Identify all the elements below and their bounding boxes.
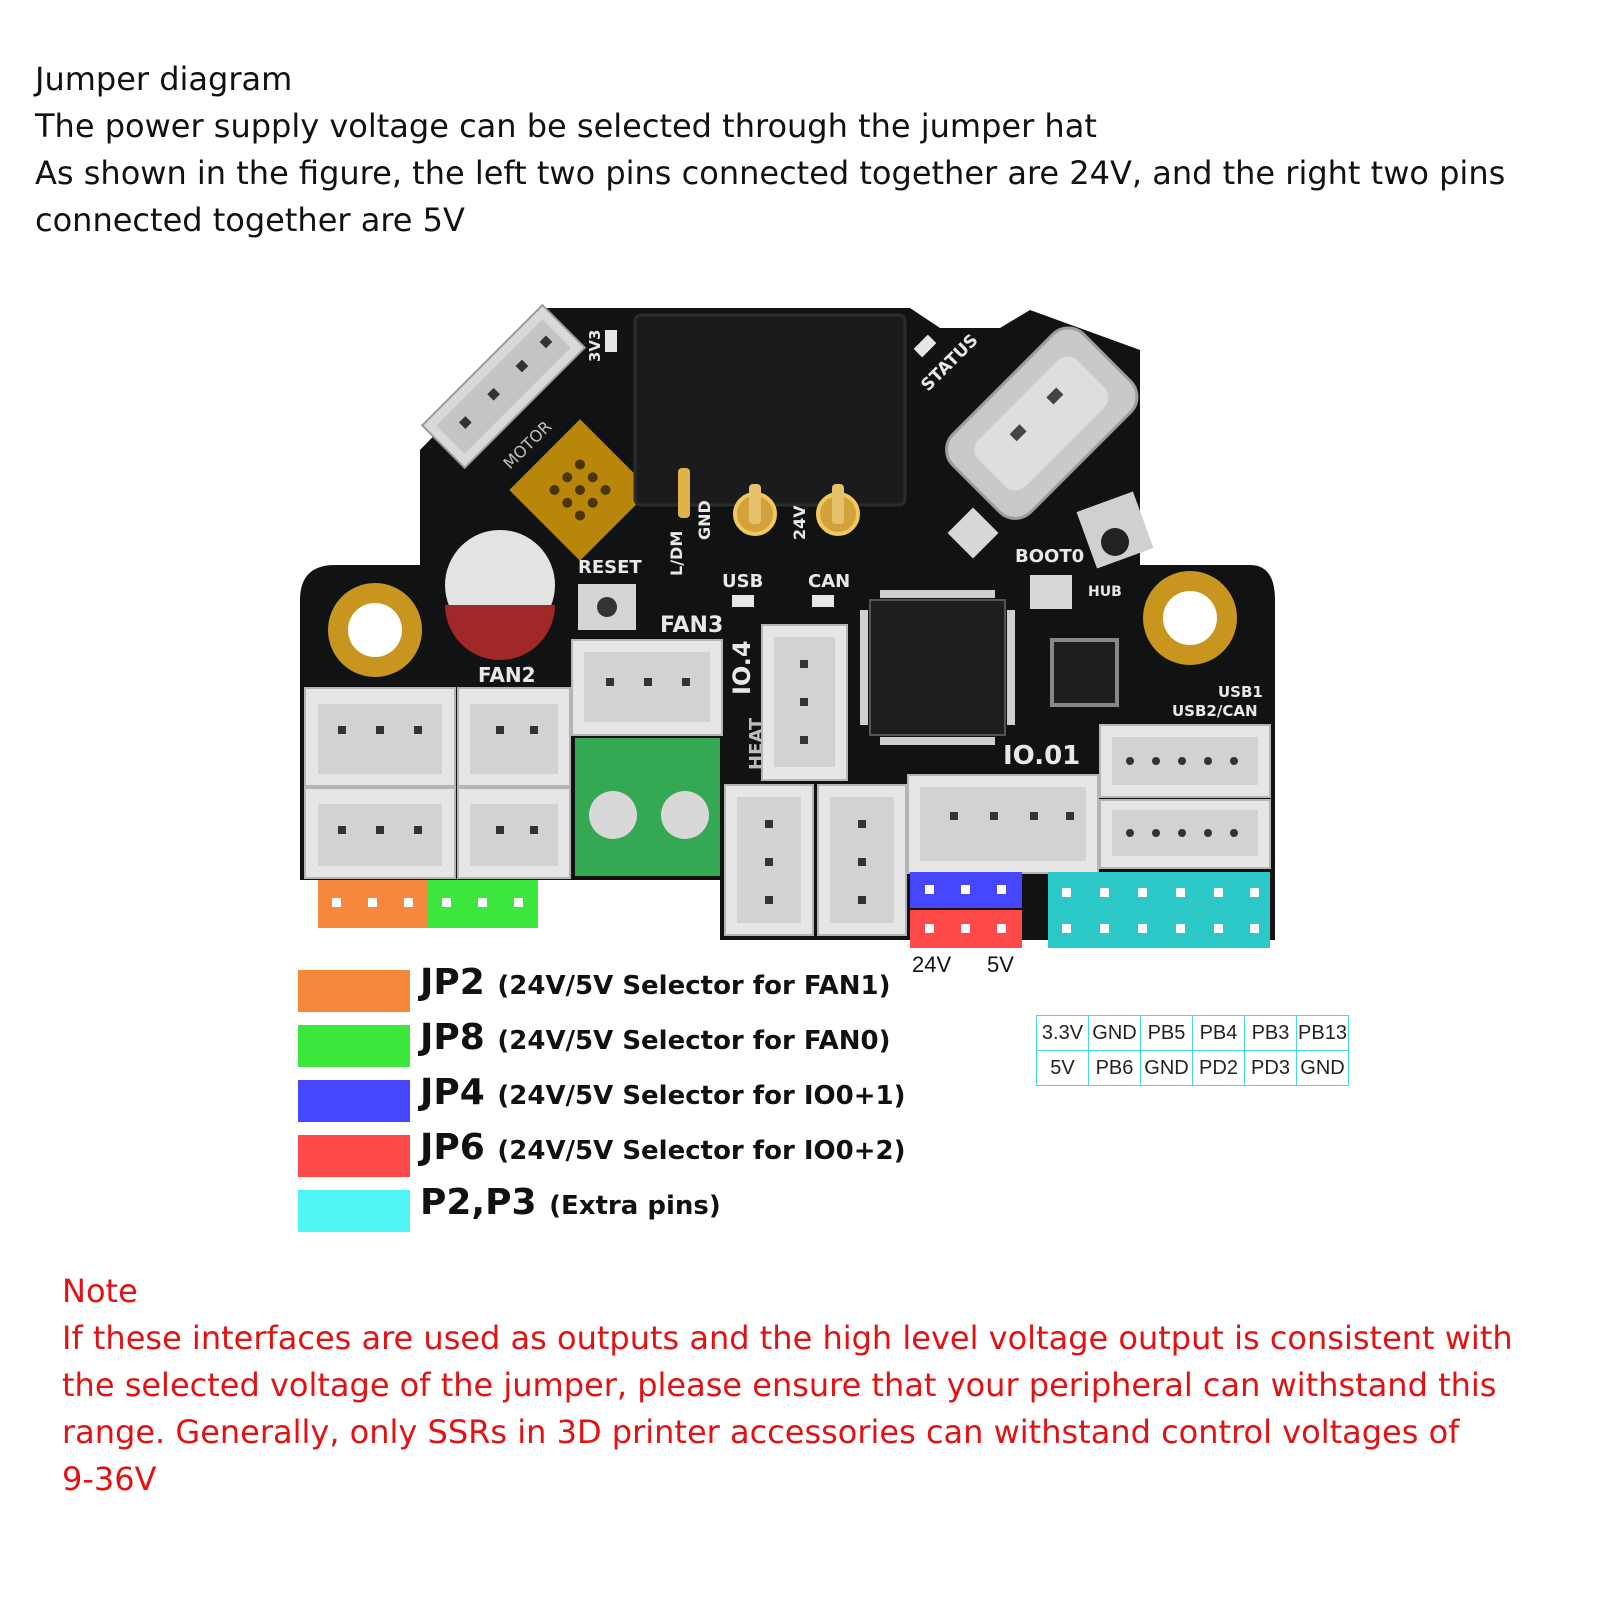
jp6-header: [910, 910, 1022, 948]
legend-name: JP8: [420, 1017, 485, 1058]
legend-item-jp8: JP8 (24V/5V Selector for FAN0): [298, 1017, 918, 1071]
jumper-label-5v: 5V: [987, 952, 1014, 977]
mcu-chip: [869, 599, 1006, 736]
label-reset: RESET: [578, 557, 642, 578]
note-line-2: the selected voltage of the jumper, plea…: [62, 1366, 1497, 1404]
usb-c-port: [945, 326, 1139, 520]
label-fan2: FAN2: [478, 663, 536, 687]
chip-boot: [1030, 575, 1072, 609]
note-title: Note: [62, 1272, 138, 1310]
motor-connector: [420, 303, 587, 470]
note-text: Note If these interfaces are used as out…: [62, 1268, 1572, 1503]
legend-desc: (24V/5V Selector for IO0+1): [497, 1081, 906, 1111]
label-usb2can: USB2/CAN: [1172, 702, 1258, 720]
legend-item-jp4: JP4 (24V/5V Selector for IO0+1): [298, 1072, 918, 1126]
pin-cell: PB6: [1088, 1050, 1141, 1086]
legend-swatch-p2-p3: [298, 1190, 410, 1232]
pin-cell: GND: [1088, 1015, 1141, 1051]
pin-table: 3.3V GND PB5 PB4 PB3 PB13 5V PB6 GND PD2…: [1036, 1015, 1349, 1086]
legend-item-p2-p3: P2,P3 (Extra pins): [298, 1182, 918, 1236]
note-line-4: 9-36V: [62, 1460, 157, 1498]
pin-cell: GND: [1296, 1050, 1349, 1086]
pin-cell: GND: [1140, 1050, 1193, 1086]
pin-cell: PD2: [1192, 1050, 1245, 1086]
jumper-label-24v: 24V: [912, 952, 952, 977]
legend-desc: (24V/5V Selector for FAN0): [497, 1026, 891, 1056]
legend-name: JP2: [420, 962, 485, 1003]
jp8-header: [428, 880, 538, 928]
board-illustration: 3V3 MOTOR L/DM GND 24V STATUS BOOT0 HUB: [300, 303, 1275, 948]
label-usb: USB: [722, 571, 763, 592]
label-io01: IO.01: [1003, 741, 1080, 771]
legend-name: P2,P3: [420, 1182, 537, 1223]
hub-chip: [1050, 638, 1119, 707]
led-3v3: [605, 330, 617, 352]
pin-cell: PD3: [1244, 1050, 1297, 1086]
pin-row: 5V PB6 GND PD2 PD3 GND: [1036, 1050, 1349, 1086]
p2-p3-header: [1048, 872, 1270, 948]
legend-item-jp6: JP6 (24V/5V Selector for IO0+2): [298, 1127, 918, 1181]
pin-cell: 5V: [1036, 1050, 1089, 1086]
gold-pin: [678, 468, 690, 518]
label-gnd: GND: [695, 500, 714, 540]
jp2-header: [318, 880, 428, 928]
note-line-1: If these interfaces are used as outputs …: [62, 1319, 1513, 1357]
legend-swatch-jp6: [298, 1135, 410, 1177]
legend-swatch-jp8: [298, 1025, 410, 1067]
label-boot0: BOOT0: [1015, 546, 1084, 567]
legend-desc: (24V/5V Selector for IO0+2): [497, 1136, 906, 1166]
legend-name: JP6: [420, 1127, 485, 1168]
label-hub: HUB: [1088, 584, 1122, 600]
pin-cell: 3.3V: [1036, 1015, 1089, 1051]
legend-swatch-jp4: [298, 1080, 410, 1122]
chip-small: [947, 507, 999, 559]
legend-desc: (24V/5V Selector for FAN1): [497, 971, 891, 1001]
note-line-3: range. Generally, only SSRs in 3D printe…: [62, 1413, 1460, 1451]
pin-cell: PB3: [1244, 1015, 1297, 1051]
intro-text: Jumper diagram The power supply voltage …: [35, 56, 1575, 244]
pin-cell: PB5: [1140, 1015, 1193, 1051]
power-connector: [633, 313, 907, 507]
legend-name: JP4: [420, 1072, 485, 1113]
label-can: CAN: [808, 571, 850, 592]
label-24v: 24V: [790, 505, 809, 540]
intro-line-3: connected together are 5V: [35, 201, 465, 239]
label-ldm: L/DM: [667, 531, 686, 576]
label-io4: IO.4: [728, 640, 756, 695]
legend-swatch-jp2: [298, 970, 410, 1012]
pin-row: 3.3V GND PB5 PB4 PB3 PB13: [1036, 1015, 1349, 1051]
label-3v3: 3V3: [586, 330, 604, 362]
legend-desc: (Extra pins): [549, 1191, 721, 1221]
pin-cell: PB4: [1192, 1015, 1245, 1051]
pin-cell: PB13: [1296, 1015, 1349, 1051]
label-fan3: FAN3: [660, 613, 723, 638]
intro-line-2: As shown in the figure, the left two pin…: [35, 154, 1506, 192]
label-usb1: USB1: [1218, 683, 1263, 701]
intro-title: Jumper diagram: [35, 60, 293, 98]
legend-item-jp2: JP2 (24V/5V Selector for FAN1): [298, 962, 918, 1016]
jp4-header: [910, 872, 1022, 908]
intro-line-1: The power supply voltage can be selected…: [35, 107, 1097, 145]
